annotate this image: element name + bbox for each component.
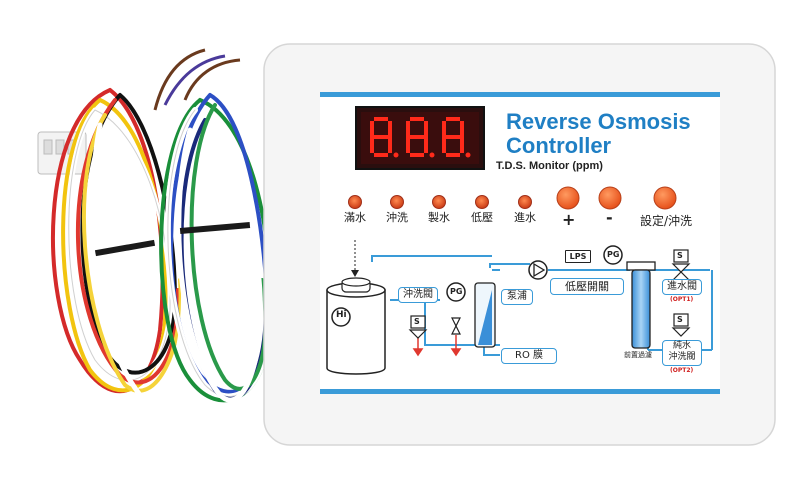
digit-2-segment-5: [442, 121, 446, 137]
prefilter-label: 前置過濾: [624, 351, 652, 359]
digit-1-segment-2: [424, 137, 428, 153]
digit-0-segment-3: [374, 153, 388, 157]
valve-s2-label: S: [677, 251, 683, 260]
low-pressure-switch-label: 低壓開關: [550, 278, 624, 295]
label-full-water: 滿水: [344, 211, 366, 224]
pg1-label: PG: [450, 287, 463, 296]
indicator-leds: [348, 195, 532, 209]
minus-button[interactable]: [598, 186, 622, 210]
set-flush-label: 設定/沖洗: [640, 214, 693, 228]
pure-flush-valve-label: 純水 沖洗閥: [662, 340, 702, 366]
prefilter-housing: [626, 261, 656, 349]
valve-symbols: [408, 249, 691, 339]
inlet-valve-label: 進水閥: [662, 279, 702, 295]
opt1-label: (OPT1): [670, 296, 694, 303]
plus-button[interactable]: [556, 186, 580, 210]
ro-membrane-vessel: [474, 282, 496, 348]
digit-0-segment-6: [374, 135, 388, 139]
label-flush: 沖洗: [386, 211, 408, 224]
digit-2-segment-3: [446, 153, 460, 157]
wire-bundle: [37, 48, 273, 403]
plus-label: +: [562, 210, 576, 229]
pressure-gauge-1: [446, 282, 466, 302]
ro-membrane-label: RO 膜: [501, 348, 557, 364]
lps-label: LPS: [565, 250, 591, 263]
pure-flush-line-2: 沖洗閥: [668, 352, 696, 362]
led-inlet: [518, 195, 532, 209]
digit-2-segment-1: [460, 121, 464, 137]
led-flush: [390, 195, 404, 209]
pure-flush-line-1: 純水: [672, 341, 691, 351]
digit-2-segment-0: [446, 117, 460, 121]
valve-s3-label: S: [677, 315, 683, 324]
label-low-pressure: 低壓: [471, 211, 493, 224]
tank-hi-label: Hi: [336, 310, 347, 320]
flush-valve-label: 沖洗閥: [398, 287, 438, 303]
digit-2-segment-6: [446, 135, 460, 139]
valve-s1-label: S: [414, 317, 420, 326]
opt2-label: (OPT2): [670, 367, 694, 374]
digit-0-segment-0: [374, 117, 388, 121]
pressure-gauge-2: [603, 245, 623, 265]
digit-0-segment-5: [370, 121, 374, 137]
pump-label: 泵浦: [501, 289, 533, 305]
panel-title: Reverse Osmosis Controller: [506, 110, 691, 158]
digit-1-segment-6: [410, 135, 424, 139]
minus-label: -: [606, 208, 613, 227]
led-full-water: [348, 195, 362, 209]
digit-2-segment-2: [460, 137, 464, 153]
label-inlet: 進水: [514, 211, 536, 224]
label-production: 製水: [428, 211, 450, 224]
tds-label: T.D.S. Monitor (ppm): [496, 160, 603, 172]
digit-0-segment-2: [388, 137, 392, 153]
digit-1-segment-3: [410, 153, 424, 157]
storage-tank: [326, 277, 386, 375]
digit-2-decimal-point: [465, 152, 471, 158]
digit-1-segment-4: [406, 137, 410, 153]
digit-0-segment-1: [388, 121, 392, 137]
set-flush-button[interactable]: [653, 186, 677, 210]
pump-symbol: [528, 260, 548, 280]
digit-2-segment-4: [442, 137, 446, 153]
led-low-pressure: [475, 195, 489, 209]
display-digits: [370, 117, 471, 158]
digit-1-decimal-point: [429, 152, 435, 158]
digit-0-segment-4: [370, 137, 374, 153]
digit-1-segment-5: [406, 121, 410, 137]
pg2-label: PG: [607, 250, 620, 259]
digit-0-decimal-point: [393, 152, 399, 158]
led-production: [432, 195, 446, 209]
title-line-2: Controller: [506, 133, 612, 158]
digit-1-segment-0: [410, 117, 424, 121]
digit-1-segment-1: [424, 121, 428, 137]
title-line-1: Reverse Osmosis: [506, 109, 691, 134]
